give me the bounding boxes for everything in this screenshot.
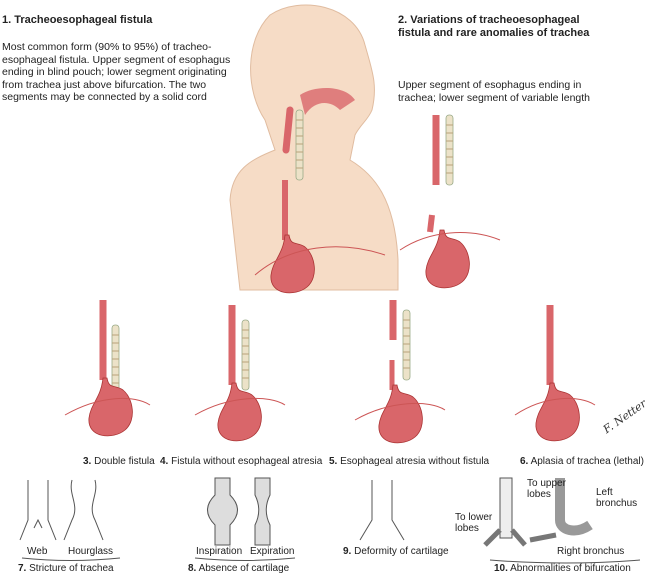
figure-6-aplasia-of-trachea [514, 305, 596, 442]
label-expiration: Expiration [250, 546, 295, 557]
figure-9-deformity-of-cartilage [359, 480, 405, 541]
figure-3-double-fistula [64, 300, 151, 437]
caption-figure-9: 9. Deformity of cartilage [343, 546, 449, 557]
description-line: trachea; lower segment of variable lengt… [398, 91, 591, 104]
figure-4-fistula-without-atresia [194, 305, 286, 442]
caption-figure-3: 3. Double fistula [83, 456, 155, 467]
section-1-description: Most common form (90% to 95%) of tracheo… [2, 41, 230, 104]
description-line: Upper segment of esophagus ending in [398, 79, 582, 91]
figure-5-atresia-without-fistula [354, 300, 446, 444]
label-web: Web [27, 546, 48, 557]
description-line: from trachea just above bifurcation. The… [2, 78, 207, 91]
caption-figure-4: 4. Fistula without esophageal atresia [160, 456, 323, 467]
caption-figure-6: 6. Aplasia of trachea (lethal) [520, 456, 644, 467]
label-right-bronchus: Right bronchus [557, 546, 625, 557]
description-line: Most common form (90% to 95%) of tracheo… [2, 41, 212, 53]
figure-2-drawings [399, 114, 501, 289]
body-silhouette-figure-1 [229, 4, 399, 294]
figure-10-bifurcation [483, 477, 641, 564]
caption-figure-8: 8. Absence of cartilage [188, 563, 290, 574]
figure-8-absence-of-cartilage [207, 477, 271, 546]
label-to-upper-lobes: To upper lobes [527, 478, 566, 500]
label-inspiration: Inspiration [196, 546, 243, 557]
description-line: ending in blind pouch; lower segment ori… [2, 66, 227, 78]
label-to-lower-lobes: To lower lobes [455, 512, 493, 534]
section-2-description: Upper segment of esophagus ending in tra… [398, 79, 590, 104]
label-left-bronchus: Left bronchus [596, 487, 638, 509]
figure-7-stricture-diagrams [19, 479, 104, 541]
caption-figure-10: 10. Abnormalities of bifurcation [494, 563, 631, 574]
brace-8 [194, 557, 296, 561]
title-line: fistula and rare anomalies of trachea [398, 27, 590, 39]
caption-figure-7: 7. Stricture of trachea [18, 563, 114, 574]
label-hourglass: Hourglass [68, 546, 114, 557]
title-line: 2. Variations of tracheoesophageal [398, 14, 580, 26]
description-line: esophageal fistula. Upper segment of eso… [2, 53, 231, 66]
brace-7 [21, 557, 121, 561]
section-1-title: 1. Tracheoesophageal fistula [2, 14, 153, 26]
description-line: segments may be connected by a solid cor… [2, 91, 207, 103]
section-2-title: 2. Variations of tracheoesophageal fistu… [398, 14, 589, 40]
caption-figure-5: 5. Esophageal atresia without fistula [329, 456, 490, 467]
